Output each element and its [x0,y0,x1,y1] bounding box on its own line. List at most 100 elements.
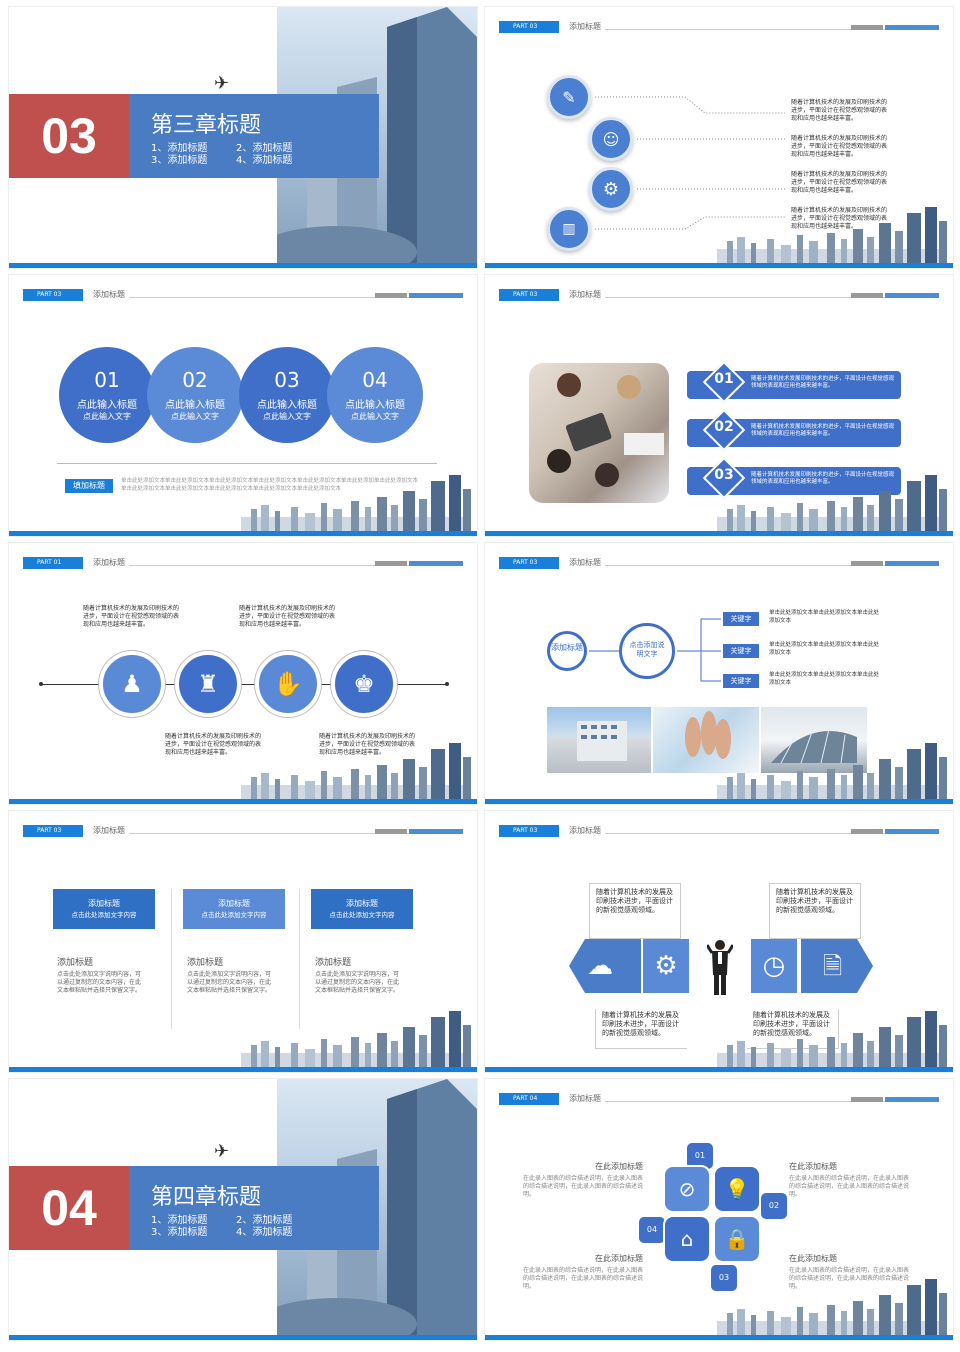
fill-label: 填加标题 [65,479,113,493]
header-divider [129,297,463,298]
slide-arrow-icons[interactable]: PART 03 添加标题 随着计算机技术的发展及印刷技术进步，平面设计的新视觉感… [484,810,954,1073]
step-number: 01 [94,368,120,392]
header-tag [851,561,883,566]
timeline-text: 随着计算机技术的发展及印刷技术的进步，平面设计在视觉感观领域的表现和应用也越来越… [83,605,180,628]
block-heading: 在此添加标题 [789,1162,837,1171]
skyline-image [241,743,471,799]
part-label: PART 01 [23,557,83,569]
callout-box: 随着计算机技术的发展及印刷技术进步，平面设计的新视觉感观领域。 [747,1009,839,1049]
skyline-image [717,1011,947,1067]
airplane-icon: ✈ [214,1141,230,1162]
slide-four-circles[interactable]: PART 03 添加标题 01 点此输入标题 点此输入文字 02 点此输入标题 … [8,274,478,537]
step-circle: 01 点此输入标题 点此输入文字 [59,347,155,443]
portrait-icon: ☺ [589,117,633,161]
timeline-text: 随着计算机技术的发展及印刷技术的进步，平面设计在视觉感观领域的表现和应用也越来越… [319,733,416,756]
building-image [257,7,477,268]
row-number: 01 [714,371,734,387]
keyword-text: 单击此处添加文本单击此处添加文本单击此处添加文本 [769,642,880,656]
slide-photo-list[interactable]: PART 03 添加标题 01 随着计算机技术发展印刷技术的进步，平面设计在视觉… [484,274,954,537]
header-tag [851,1097,883,1102]
presentation-icon: ♟ [99,651,165,717]
footer-bar [485,531,953,536]
keyword-text: 单击此处添加文本单击此处添加文本单击此处添加文本 [769,610,880,624]
airplane-icon: ✈ [214,73,230,94]
gear-icon: ⚙ [643,939,689,993]
tab-03: 03 [711,1265,737,1291]
slide-title: 添加标题 [93,826,125,835]
footer-bar [9,531,477,536]
slide-title: 添加标题 [93,290,125,299]
step-sub: 点此输入文字 [351,412,399,421]
header-tag [885,293,939,298]
column-box-sub: 点击此处添加文字内容 [71,911,137,919]
clock-icon: ◷ [751,939,797,993]
timeline-dot [39,682,43,686]
paragraph: 随着计算机技术的发展及印刷技术的进步，平面设计在视觉感观领域的表现和应用也越来越… [791,99,888,122]
slide-title: 添加标题 [569,826,601,835]
topic-circle: 添加标题 [547,631,587,671]
office-building-photo [761,707,867,773]
step-title: 点此输入标题 [165,400,225,411]
lock-icon: 🔒 [713,1215,761,1263]
header-tag [409,829,463,834]
callout-text: 随着计算机技术的发展及印刷技术进步，平面设计的新视觉感观领域。 [776,888,853,914]
callout-box: 随着计算机技术的发展及印刷技术进步，平面设计的新视觉感观领域。 [595,1009,687,1049]
header-divider [605,1101,939,1102]
chapter-item: 2、添加标题 [236,143,293,154]
home-icon: ⌂ [663,1215,711,1263]
step-number: 04 [362,368,388,392]
column-text: 点击此处添加文字说明内容，可以通过复制您的文本内容，在此文本框粘贴并选择只保留文… [315,971,400,994]
column-text: 点击此处添加文字说明内容，可以通过复制您的文本内容，在此文本框粘贴并选择只保留文… [187,971,272,994]
header-tag [409,561,463,566]
slide-title: 添加标题 [569,22,601,31]
block-heading: 在此添加标题 [595,1254,643,1263]
footer-bar [9,1335,477,1340]
cloud-icon: ☁ [587,951,613,981]
header-divider [605,297,939,298]
callout-box: 随着计算机技术的发展及印刷技术进步，平面设计的新视觉感观领域。 [589,883,681,939]
keyword-badge: 关键字 [723,674,759,688]
step-number: 03 [274,368,300,392]
column-header-box: 添加标题 点击此处添加文字内容 [183,889,285,929]
step-circle: 04 点此输入标题 点此输入文字 [327,347,423,443]
connector-lines [595,96,785,230]
column-divider [299,889,300,1029]
handshake-icon: ✋ [255,651,321,717]
block-text: 在此录入图表的综合描述说明，在此录入图表的综合描述说明，在此录入图表的综合描述说… [789,1175,910,1198]
slide-keywords[interactable]: PART 03 添加标题 添加标题 点击添加说明文字 关键字 关键字 关键字 单… [484,542,954,805]
column-box-title: 添加标题 [218,899,250,908]
timeline-text: 随着计算机技术的发展及印刷技术的进步，平面设计在视觉感观领域的表现和应用也越来越… [239,605,336,628]
slide-title: 添加标题 [569,290,601,299]
chapter-item: 1、添加标题 [151,1215,208,1226]
slide-quadrant[interactable]: PART 04 添加标题 在此添加标题 在此录入图表的综合描述说明，在此录入图表… [484,1078,954,1341]
block-text: 在此录入图表的综合描述说明，在此录入图表的综合描述说明，在此录入图表的综合描述说… [789,1267,910,1290]
slide-chapter-3[interactable]: ✈ 03 第三章标题 1、添加标题 2、添加标题 3、添加标题 4、添加标题 [8,6,478,269]
businessman-figure [705,939,735,995]
part-label: PART 04 [499,1093,559,1105]
footer-bar [9,1067,477,1072]
chapter-number-box: 04 [9,1166,129,1250]
header-tag [409,293,463,298]
header-divider [605,29,939,30]
footer-bar [485,1335,953,1340]
teamwork-photo [653,707,759,773]
header-divider [605,565,939,566]
keyword-text: 单击此处添加文本单击此处添加文本单击此处添加文本 [769,672,880,686]
slide-three-columns[interactable]: PART 03 添加标题 添加标题 点击此处添加文字内容 添加标题 点击此处添加… [8,810,478,1073]
chapter-title: 第三章标题 [151,113,262,138]
column-box-title: 添加标题 [346,899,378,908]
slide-chapter-4[interactable]: ✈ 04 第四章标题 1、添加标题 2、添加标题 3、添加标题 4、添加标题 [8,1078,478,1341]
compass-icon: ⊘ [663,1165,711,1213]
tab-04: 04 [639,1217,665,1243]
slide-timeline[interactable]: PART 01 添加标题 随着计算机技术的发展及印刷技术的进步，平面设计在视觉感… [8,542,478,805]
callout-text: 随着计算机技术的发展及印刷技术进步，平面设计的新视觉感观领域。 [753,1011,830,1037]
block-heading: 在此添加标题 [789,1254,837,1263]
left-arrow-shape [569,939,641,993]
speaker-icon: ♚ [331,651,397,717]
keyword-connectors [589,618,721,682]
paragraph: 随着计算机技术的发展及印刷技术的进步，平面设计在视觉感观领域的表现和应用也越来越… [791,207,888,230]
slide-icons-list[interactable]: PART 03 添加标题 ✎ ☺ ⚙ ▥ 随着计算机技术的发展及印刷技术的进步，… [484,6,954,269]
document-icon: 🗎 [823,952,843,980]
divider [57,463,437,464]
header-tag [375,293,407,298]
